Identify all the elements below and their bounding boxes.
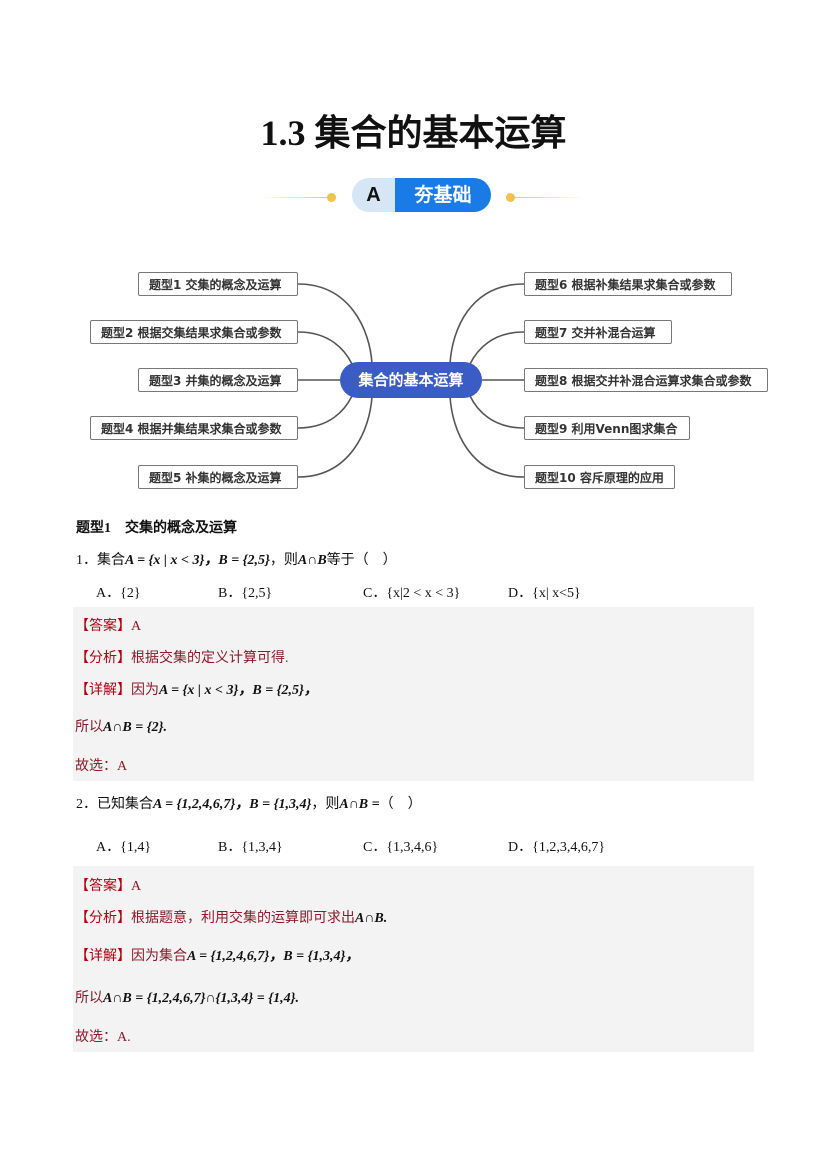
- option-b: B．{1,3,4}: [218, 840, 283, 855]
- connector: [297, 283, 373, 365]
- badge-label: 夯基础: [395, 178, 491, 212]
- mindmap-node: 题型10 容斥原理的应用: [524, 465, 675, 489]
- option-c: C．{x|2 < x < 3}: [363, 586, 461, 601]
- mindmap-node: 题型4 根据并集结果求集合或参数: [90, 416, 298, 440]
- divider: [512, 197, 584, 198]
- mindmap-connectors: [297, 283, 525, 478]
- text: 等于（ ）: [326, 553, 397, 568]
- math: A∩B.: [355, 911, 388, 926]
- solution-box-1: 【答案】A 【分析】根据交集的定义计算可得. 【详解】因为A = {x | x …: [73, 607, 754, 781]
- connector: [469, 331, 525, 365]
- math: A∩B = {2}.: [103, 720, 167, 735]
- mindmap-node: 题型3 并集的概念及运算: [138, 368, 298, 392]
- math: A∩B: [297, 553, 327, 568]
- question-1-stem: 1．集合A = {x | x < 3}，B = {2,5}，则A∩B等于（ ）: [76, 549, 397, 569]
- answer-tag: 【答案】: [75, 879, 131, 894]
- text: 所以: [75, 991, 103, 1006]
- dot-icon: [506, 193, 515, 202]
- detail-tag: 【详解】: [75, 683, 131, 698]
- badge-letter: A: [352, 178, 395, 212]
- mindmap-node: 题型6 根据补集结果求集合或参数: [524, 272, 732, 296]
- divider: [260, 197, 332, 198]
- math: A = {x | x < 3}，B = {2,5}: [125, 553, 270, 568]
- choose: 故选：A.: [75, 1030, 131, 1045]
- analysis: 根据题意，利用交集的运算即可求出: [131, 911, 355, 926]
- option-d: D．{x| x<5}: [508, 586, 581, 601]
- mindmap-center: 集合的基本运算: [340, 362, 482, 398]
- answer: A: [131, 879, 142, 894]
- connector: [297, 395, 353, 429]
- option-b: B．{2,5}: [218, 586, 273, 601]
- mindmap-node: 题型5 补集的概念及运算: [138, 465, 298, 489]
- solution-box-2: 【答案】A 【分析】根据题意，利用交集的运算即可求出A∩B. 【详解】因为集合A…: [73, 866, 754, 1052]
- analysis-tag: 【分析】: [75, 911, 131, 926]
- math: A∩B =: [339, 797, 380, 812]
- detail-tag: 【详解】: [75, 949, 131, 964]
- connector: [297, 395, 373, 478]
- text: ，则: [269, 553, 298, 568]
- option-c: C．{1,3,4,6}: [363, 840, 439, 855]
- text: （ ）: [379, 797, 422, 812]
- section-heading: 题型1 交集的概念及运算: [76, 521, 237, 536]
- text: 所以: [75, 720, 103, 735]
- choose: 故选：A: [75, 759, 128, 774]
- mindmap-node: 题型8 根据交并补混合运算求集合或参数: [524, 368, 768, 392]
- math: A = {1,2,4,6,7}，B = {1,3,4}: [153, 797, 312, 812]
- dot-icon: [327, 193, 336, 202]
- answer: A: [131, 619, 142, 634]
- text: ，则: [311, 797, 340, 812]
- answer-tag: 【答案】: [75, 619, 131, 634]
- mindmap-node: 题型9 利用Venn图求集合: [524, 416, 690, 440]
- math: A = {x | x < 3}，B = {2,5}，: [159, 683, 318, 698]
- question-2-stem: 2．已知集合A = {1,2,4,6,7}，B = {1,3,4}，则A∩B =…: [76, 793, 422, 813]
- connector: [297, 331, 353, 365]
- option-d: D．{1,2,3,4,6,7}: [508, 840, 606, 855]
- detail-text: 因为集合: [131, 949, 187, 964]
- mindmap-node: 题型1 交集的概念及运算: [138, 272, 298, 296]
- math: A = {1,2,4,6,7}，B = {1,3,4}，: [187, 949, 360, 964]
- detail-text: 因为: [131, 683, 159, 698]
- connector: [449, 395, 525, 478]
- text: 1．集合: [76, 553, 125, 568]
- mindmap-node: 题型2 根据交集结果求集合或参数: [90, 320, 298, 344]
- text: 2．已知集合: [76, 797, 153, 812]
- mindmap-node: 题型7 交并补混合运算: [524, 320, 672, 344]
- analysis: 根据交集的定义计算可得.: [131, 651, 289, 666]
- math: A∩B = {1,2,4,6,7}∩{1,3,4} = {1,4}.: [103, 991, 299, 1006]
- option-a: A．{2}: [96, 586, 141, 601]
- connector: [469, 395, 525, 429]
- connector: [449, 283, 525, 365]
- option-a: A．{1,4}: [96, 840, 152, 855]
- analysis-tag: 【分析】: [75, 651, 131, 666]
- page-title: 1.3 集合的基本运算: [260, 113, 567, 153]
